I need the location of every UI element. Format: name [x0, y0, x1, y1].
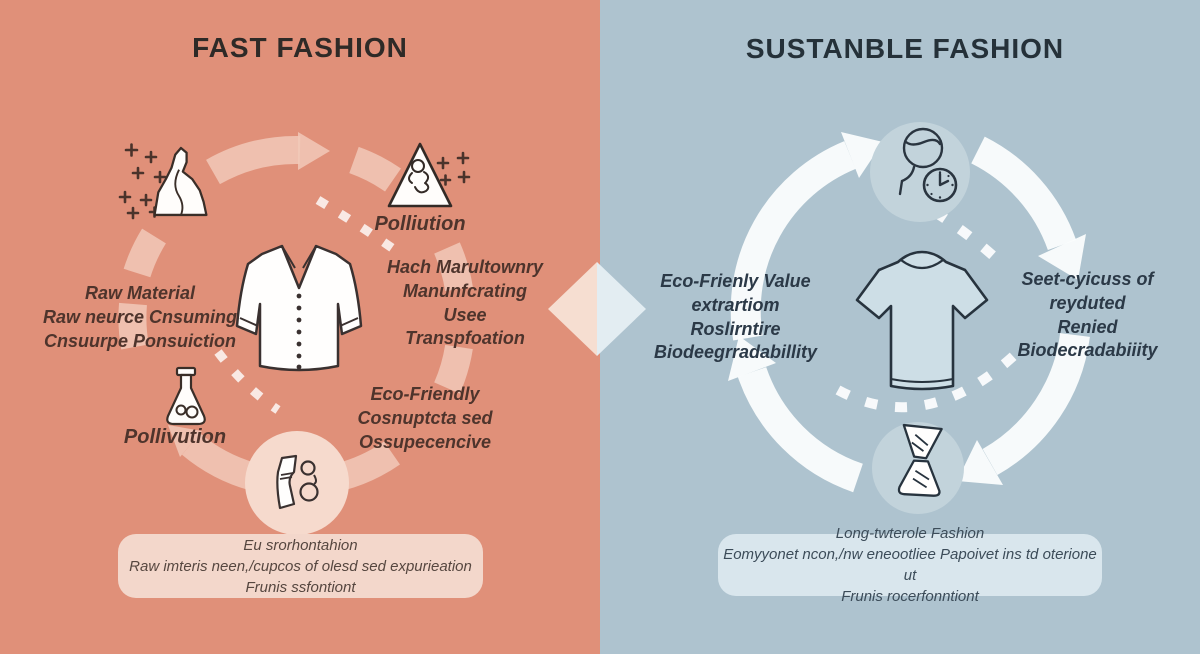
flask-icon: [166, 366, 206, 426]
sustainable-fashion-footer-note: Long-twterole Fashion Eomyyonet ncon,/nw…: [718, 525, 1102, 605]
sustainable-arrow-topleft-arc: [730, 141, 856, 341]
label-manufacturing: Hach Marultownry Manunfcrating Usee Tran…: [386, 257, 544, 349]
blouse-buttons: [296, 293, 302, 370]
triangle-sparkles-icon: [436, 151, 471, 186]
fast-fashion-title: FAST FASHION: [192, 32, 408, 63]
center-diamond: [548, 262, 646, 356]
sustainable-dashed-arcs: [835, 207, 1029, 413]
sustainable-fashion-title: SUSTANBLE FASHION: [745, 33, 1065, 64]
fast-arc-fragment-right2: [434, 344, 473, 394]
fast-node-circle: [245, 431, 349, 535]
fast-arrowhead-top: [298, 132, 330, 170]
person-clock-icon: [898, 127, 958, 203]
sustainable-arrow-bottomleft-arc: [737, 366, 864, 493]
fast-dashed-arc-top: [315, 196, 398, 254]
sustainable-arrowhead-bottomleft: [728, 336, 776, 381]
label-eco-value: Eco-Frienly Value extrartiom Roslirntire…: [653, 271, 818, 363]
sustainable-cycle-arrowheads: [728, 132, 1086, 485]
fast-arrowhead-bottomleft: [168, 425, 202, 457]
pollution-triangle-icon: [387, 142, 453, 208]
sustainable-cycle-arrows: [730, 136, 1090, 493]
label-raw-material: Raw Material Raw neurce Cnsuming Cnsuurp…: [42, 283, 238, 351]
fast-arc-fragment-topright: [348, 146, 401, 192]
fast-dashed-arc-bottom: [214, 349, 281, 414]
fast-arrow-top-arc: [206, 135, 301, 185]
sustainable-dashed-arc-top: [932, 207, 1004, 266]
tshirt-icon: [855, 250, 989, 391]
fast-arc-fragment-left1: [123, 228, 167, 278]
sustainable-arrowhead-bottomright: [957, 440, 1003, 485]
label-eco-friendly: Eco-Friendly Cosnuptcta sed Ossupecenciv…: [357, 384, 493, 452]
sustainable-dashed-arc-bottom: [835, 341, 1029, 413]
blouse-icon: [235, 244, 363, 372]
fast-dashed-arcs: [214, 196, 398, 414]
fast-arc-fragment-left2: [118, 302, 149, 350]
label-pollution-bottom: Pollivution: [123, 426, 227, 448]
fast-arc-fragment-right1: [434, 242, 473, 292]
sustainable-arrow-topright-arc: [970, 136, 1077, 251]
fast-fashion-footer-note: Eu srorhontahion Raw imteris neen,/cupco…: [118, 534, 483, 598]
label-lifecycle: Seet-cyicuss of reyduted Renied Biodecra…: [1017, 269, 1158, 361]
folded-fabric-icon: [897, 423, 943, 497]
sustainable-arrowhead-topright: [1038, 234, 1086, 280]
sustainable-arrow-bottomright-arc: [982, 332, 1090, 476]
sustainable-arrowhead-topleft: [841, 132, 883, 178]
label-pollution-top: Polliution: [374, 213, 466, 235]
fabric-scrap-icon: [276, 454, 319, 510]
rock-raw-material-icon: [153, 146, 208, 217]
